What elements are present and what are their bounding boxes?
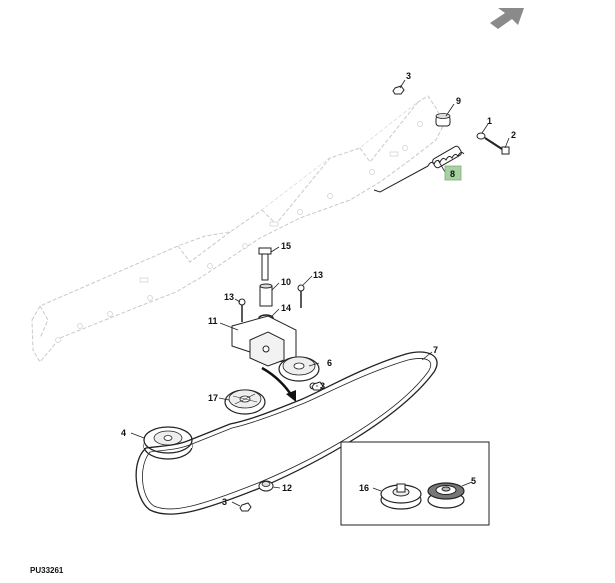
callout-14[interactable]: 14 [281, 303, 291, 313]
inset-box [340, 441, 490, 526]
deck-frame [31, 95, 445, 363]
callout-5[interactable]: 5 [471, 476, 476, 486]
callout-2[interactable]: 2 [511, 130, 516, 140]
screw-right [297, 284, 305, 308]
nut-bottom [239, 502, 252, 512]
callout-15[interactable]: 15 [281, 241, 291, 251]
idler-pulley-right [278, 356, 320, 390]
callout-4[interactable]: 4 [121, 428, 126, 438]
alt-pulley-5 [427, 482, 465, 509]
callout-3-mid[interactable]: 3 [320, 381, 325, 391]
spacer [259, 283, 273, 307]
callout-11[interactable]: 11 [208, 316, 218, 326]
bushing [435, 113, 451, 127]
screw-left [238, 298, 246, 322]
callout-12[interactable]: 12 [282, 483, 292, 493]
tension-spring [373, 145, 465, 193]
callout-3-top[interactable]: 3 [406, 71, 411, 81]
callout-8[interactable]: 8 [450, 169, 455, 179]
callout-9[interactable]: 9 [456, 96, 461, 106]
callout-8-highlight [444, 165, 462, 181]
callout-1[interactable]: 1 [487, 116, 492, 126]
v-belt [135, 351, 438, 515]
rotation-arrowhead-icon [286, 390, 296, 402]
callout-17[interactable]: 17 [208, 393, 218, 403]
callout-16[interactable]: 16 [359, 483, 369, 493]
back-arrow-icon[interactable] [490, 8, 524, 29]
idler-bracket [231, 315, 297, 367]
callout-13-right[interactable]: 13 [313, 270, 323, 280]
nut-top [392, 85, 405, 95]
callout-13-left[interactable]: 13 [224, 292, 234, 302]
figure-id: PU33261 [30, 566, 64, 575]
callout-7[interactable]: 7 [433, 345, 438, 355]
callouts: 3 9 1 2 8 15 10 13 13 14 11 6 3 7 17 4 1… [121, 71, 516, 507]
washer [476, 132, 486, 140]
callout-3-bottom[interactable]: 3 [222, 497, 227, 507]
pivot-bolt [258, 247, 272, 281]
idler-pulley-left [224, 389, 266, 415]
callout-6[interactable]: 6 [327, 358, 332, 368]
callout-10[interactable]: 10 [281, 277, 291, 287]
alt-pulley-16 [380, 483, 422, 510]
nut-12 [258, 480, 274, 492]
drive-pulley [143, 426, 193, 460]
leader-lines [130, 79, 510, 507]
